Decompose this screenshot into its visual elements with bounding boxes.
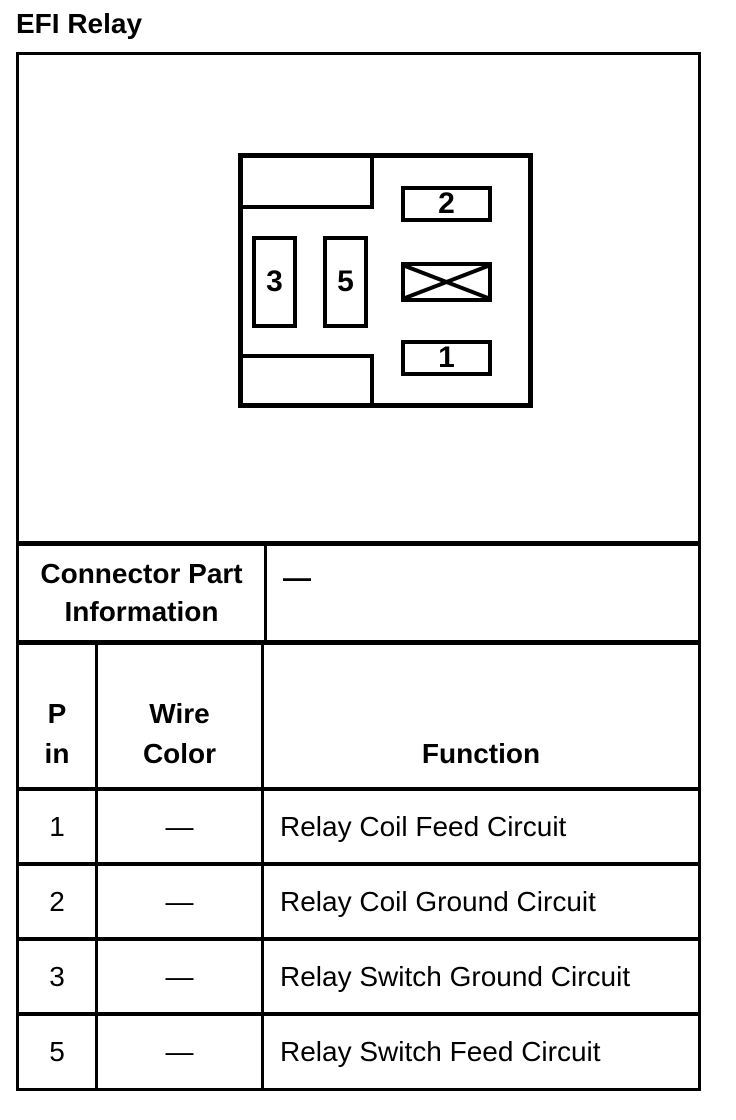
pin-cell: 1 [19, 791, 98, 862]
column-header-wire-color: Wire Color [98, 645, 264, 787]
wire-color-cell: — [98, 941, 264, 1012]
wire-color-header-line2: Color [142, 738, 217, 769]
connector-part-info-value: — [283, 562, 311, 593]
cavity-pin-2: 2 [401, 186, 492, 222]
cavity-pin-5: 5 [323, 236, 368, 328]
connector-part-info-row: Connector Part Information — [19, 546, 698, 645]
pin-cell: 5 [19, 1016, 98, 1088]
column-header-pin: P in [19, 645, 98, 787]
connector-key-top [243, 158, 374, 209]
pin-3-label: 3 [266, 265, 283, 298]
pin-5-label: 5 [337, 265, 354, 298]
connector-part-info-label: Connector Part Information [19, 546, 267, 640]
manual-page: EFI Relay 3 5 2 [16, 8, 701, 1091]
pin-header-line1: P [47, 698, 67, 729]
function-cell: Relay Coil Ground Circuit [280, 885, 596, 917]
connector-key-bottom [243, 354, 374, 403]
crossed-box-icon [401, 262, 492, 302]
function-cell: Relay Switch Ground Circuit [280, 960, 631, 992]
pin-2-label: 2 [438, 187, 455, 220]
function-cell: Relay Switch Feed Circuit [280, 1036, 601, 1067]
table-row: 3 — Relay Switch Ground Circuit [19, 941, 698, 1016]
table-row: 5 — Relay Switch Feed Circuit [19, 1016, 698, 1088]
pin-1-label: 1 [438, 341, 455, 374]
connector-info-panel: 3 5 2 1 [16, 52, 701, 1091]
wire-color-cell: — [98, 866, 264, 937]
pin-cell: 3 [19, 941, 98, 1012]
wire-color-cell: — [98, 1016, 264, 1088]
cavity-pin-1: 1 [401, 340, 492, 376]
wire-color-header-line1: Wire [149, 698, 210, 729]
connector-part-info-label-line2: Information [64, 596, 219, 627]
table-row: 1 — Relay Coil Feed Circuit [19, 791, 698, 866]
function-cell: Relay Coil Feed Circuit [280, 810, 567, 842]
function-header-label: Function [421, 738, 541, 769]
pin-cell: 2 [19, 866, 98, 937]
column-header-function: Function [264, 645, 698, 787]
connector-diagram: 3 5 2 1 [19, 55, 698, 546]
pin-header-line2: in [44, 738, 70, 769]
cavity-pin-3: 3 [252, 236, 297, 328]
wire-color-cell: — [98, 791, 264, 862]
table-header-row: P in Wire Color Function [19, 645, 698, 791]
connector-part-info-label-line1: Connector Part [40, 558, 243, 589]
page-title: EFI Relay [16, 8, 143, 39]
connector-face: 3 5 2 1 [238, 153, 533, 408]
table-row: 2 — Relay Coil Ground Circuit [19, 866, 698, 941]
